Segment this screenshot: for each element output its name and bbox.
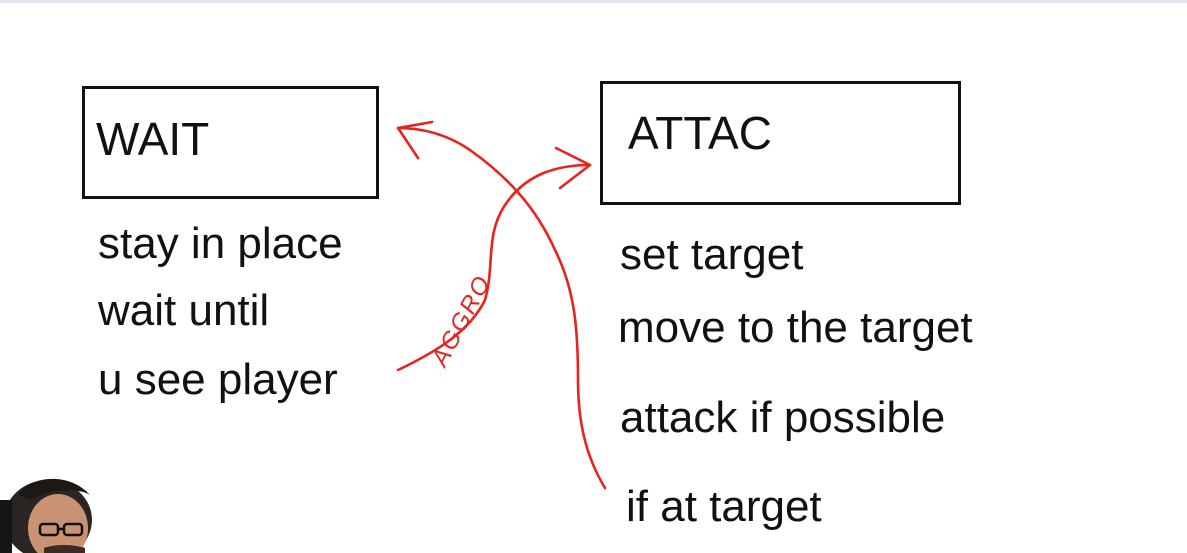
wait-state-title: WAIT — [96, 113, 210, 165]
aggro-label: AGGRO — [426, 270, 497, 372]
attack-line-1: set target — [620, 230, 804, 279]
attack-state-title: ATTAC — [628, 107, 772, 159]
return-transition-arrow — [396, 126, 607, 490]
attack-line-2: move to the target — [618, 303, 973, 352]
top-border — [0, 0, 1187, 3]
attack-line-3: attack if possible — [620, 393, 946, 442]
wait-line-3: u see player — [98, 355, 338, 404]
wait-line-1: stay in place — [98, 219, 343, 268]
attack-line-4: if at target — [626, 482, 822, 531]
wait-line-2: wait until — [98, 286, 270, 335]
return-arrowhead — [396, 120, 434, 160]
wait-state-box — [82, 86, 379, 199]
aggro-arrowhead — [554, 146, 592, 190]
aggro-transition-arrow — [396, 163, 592, 372]
attack-state-box — [600, 81, 961, 205]
webcam-presenter — [0, 460, 110, 553]
